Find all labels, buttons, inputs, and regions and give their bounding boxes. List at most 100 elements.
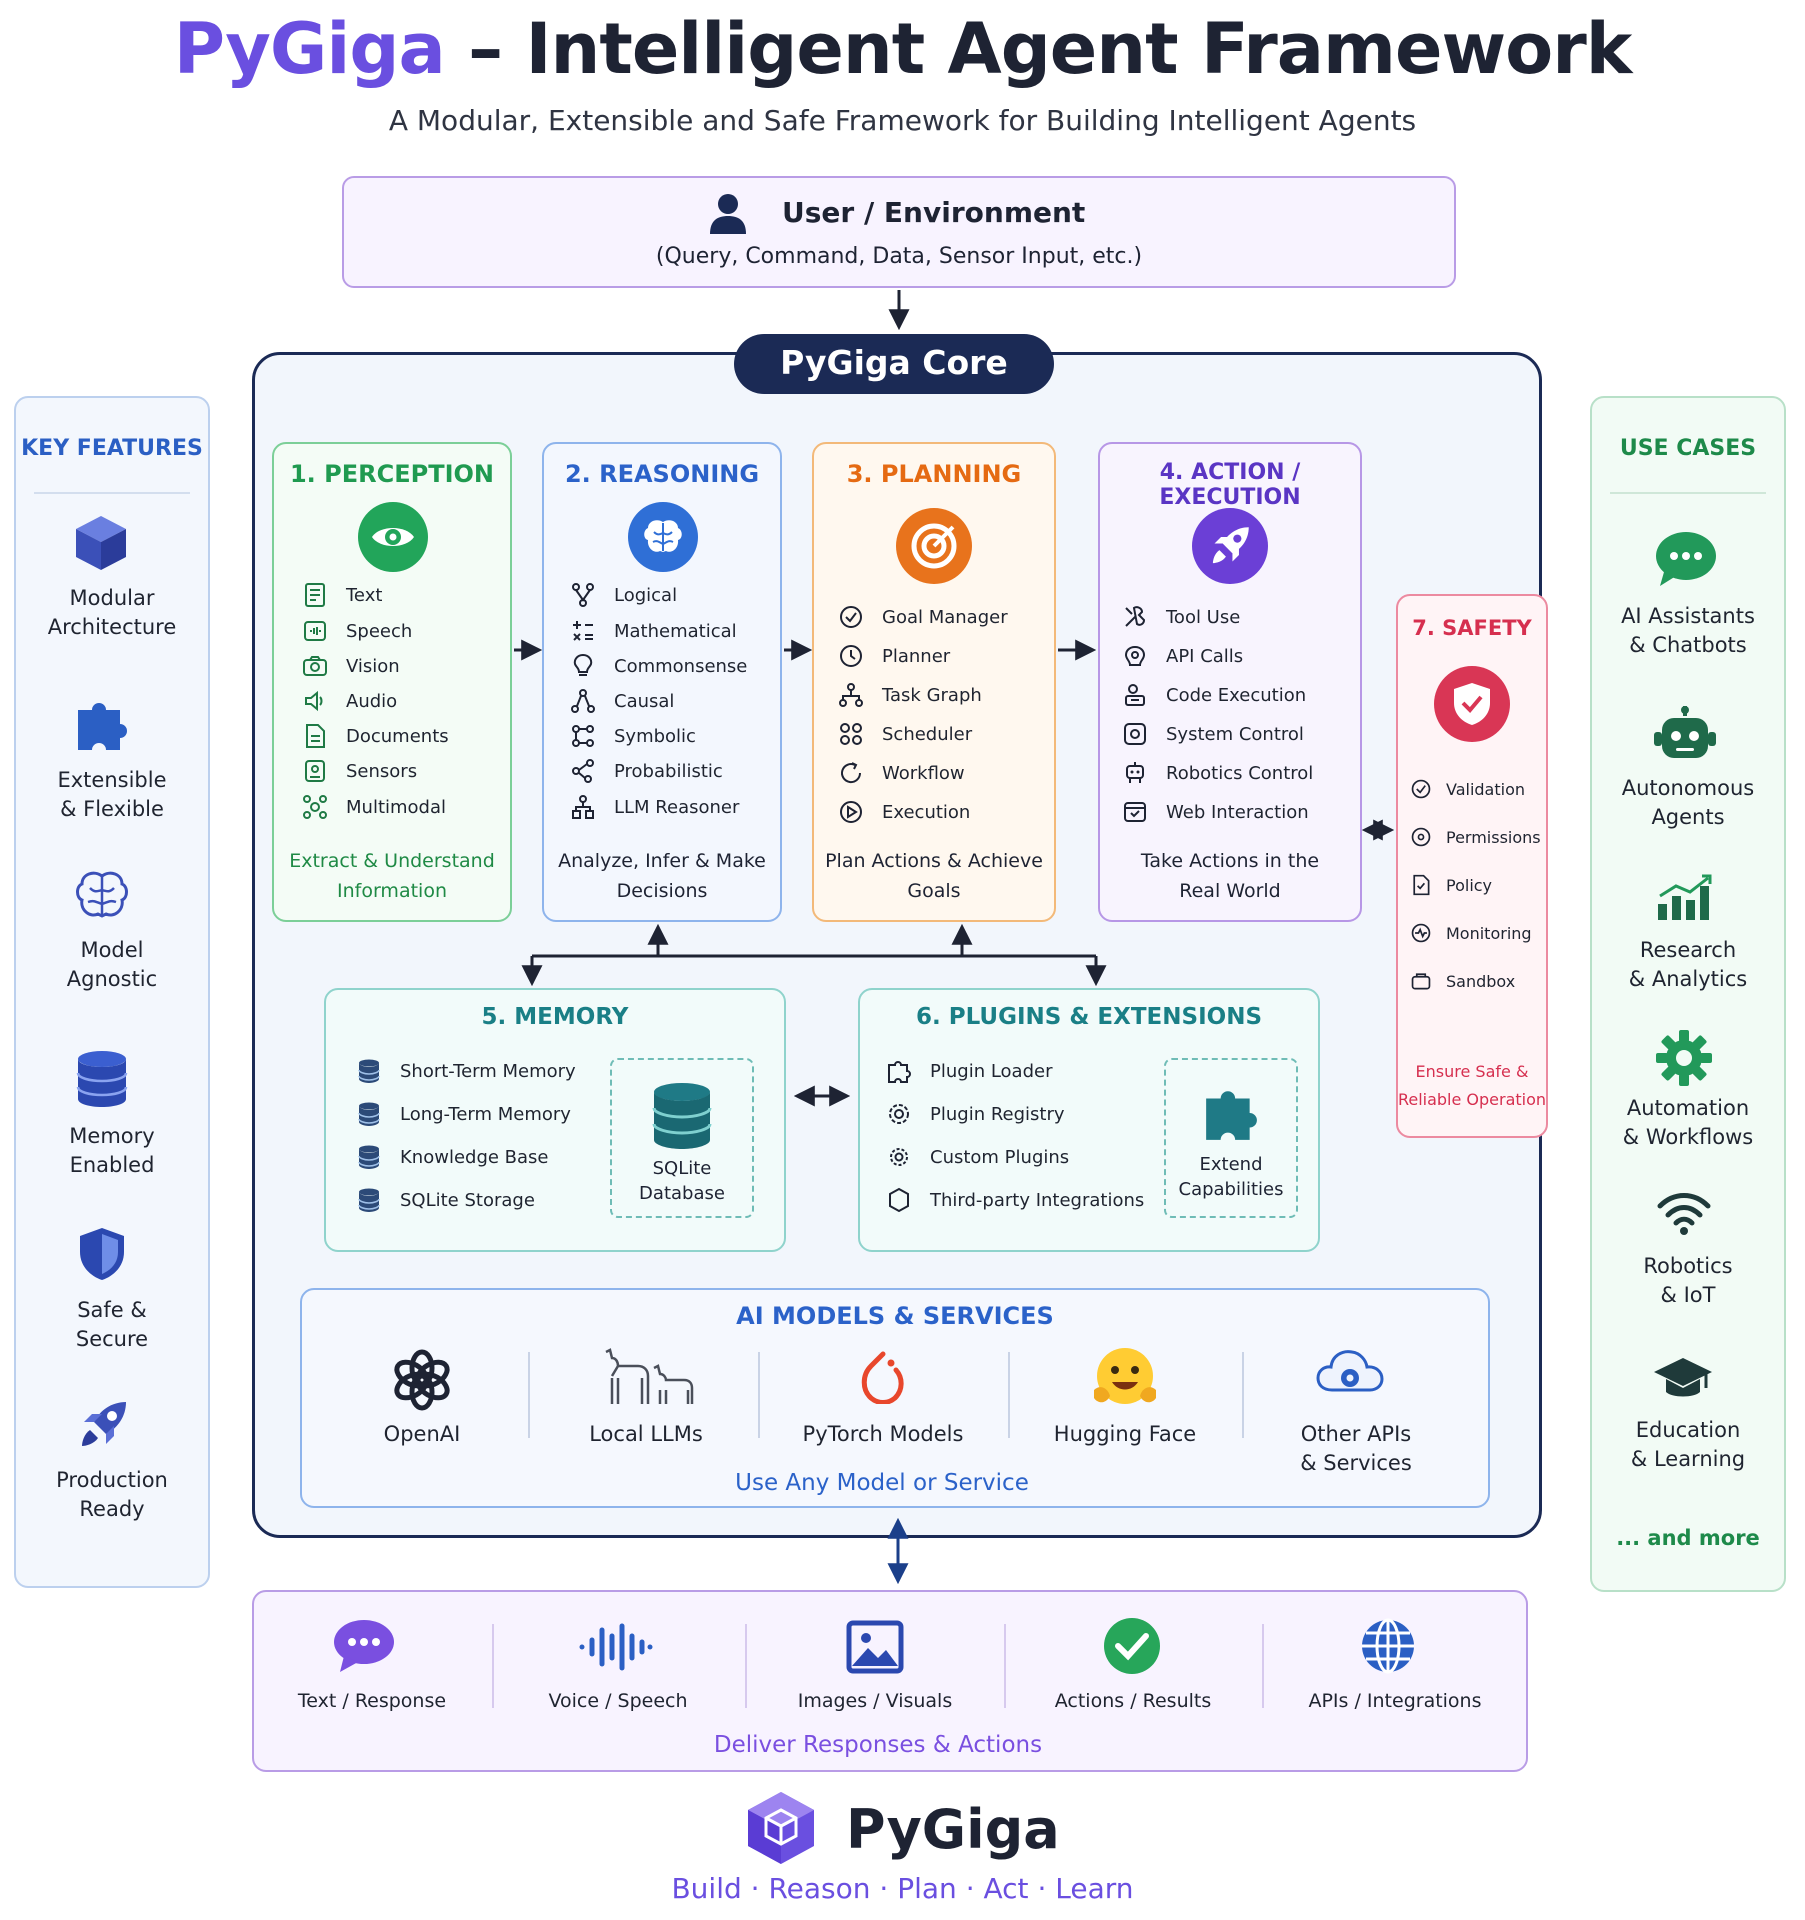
safety-caption: Ensure Safe &Reliable Operation: [1397, 1062, 1547, 1109]
perception-item: Text: [302, 582, 382, 608]
rocket-badge-icon: [1192, 508, 1268, 584]
llama-icon: [598, 1348, 694, 1406]
cube-icon: [74, 514, 128, 572]
lightbulb-icon: [573, 653, 593, 676]
action-item: Robotics Control: [1122, 760, 1313, 786]
stack-icon: [358, 1188, 380, 1212]
use-cases-title: USE CASES: [1619, 436, 1757, 461]
outputs-caption: Deliver Responses & Actions: [713, 1732, 1043, 1758]
plugins-title: 6. PLUGINS & EXTENSIONS: [915, 1004, 1263, 1030]
action-item: API Calls: [1122, 643, 1243, 669]
plugins-item: Plugin Loader: [886, 1058, 1052, 1084]
action-item: Code Execution: [1122, 682, 1306, 708]
output-actions: Actions / Results: [1054, 1690, 1212, 1712]
chart-icon: [1656, 874, 1714, 922]
sandbox-icon: [1411, 973, 1431, 990]
reasoning-item: Commonsense: [570, 653, 747, 679]
memory-item: Long-Term Memory: [356, 1101, 571, 1127]
stack-icon: [358, 1145, 380, 1169]
llm-icon: [572, 795, 594, 819]
hexagon-icon: [889, 1187, 909, 1213]
tagline-dot: ·: [870, 1872, 898, 1905]
perception-title: 1. PERCEPTION: [289, 460, 495, 488]
user-environment-title: User / Environment: [782, 196, 1086, 229]
cloud-gear-icon: [1314, 1344, 1386, 1400]
file-icon: [306, 724, 325, 748]
validation-icon: [1411, 779, 1431, 799]
models-caption: Use Any Model or Service: [735, 1470, 1029, 1496]
user-environment-box: [342, 176, 1456, 288]
perception-item: Documents: [302, 723, 449, 749]
feature-safe: Safe &Secure: [75, 1298, 149, 1351]
model-hugging-face: Hugging Face: [1053, 1422, 1197, 1446]
outputs-separator: [1262, 1624, 1264, 1708]
reasoning-title: 2. REASONING: [564, 460, 760, 488]
action-item: Web Interaction: [1122, 799, 1309, 825]
output-images: Images / Visuals: [797, 1690, 953, 1712]
model-other-apis: Other APIs& Services: [1300, 1422, 1412, 1475]
plugins-item: Plugin Registry: [886, 1101, 1065, 1127]
task-graph-icon: [839, 683, 863, 707]
planning-item: Planner: [838, 643, 950, 669]
reasoning-item: Probabilistic: [570, 758, 723, 784]
plugins-item: Custom Plugins: [886, 1144, 1069, 1170]
math-icon: [573, 621, 593, 641]
target-icon: [896, 508, 972, 584]
safety-title: 7. SAFETY: [1412, 616, 1532, 640]
openai-logo-icon: [390, 1348, 454, 1412]
document-icon: [305, 583, 325, 607]
robot-icon: [1654, 706, 1716, 764]
brain-icon: [74, 870, 130, 922]
safety-item: Sandbox: [1410, 970, 1515, 992]
stack-icon: [358, 1059, 380, 1083]
perception-item: Vision: [302, 653, 400, 679]
safety-item: Policy: [1410, 874, 1492, 896]
monitoring-icon: [1411, 923, 1431, 943]
planning-item: Task Graph: [838, 682, 982, 708]
key-features-title: KEY FEATURES: [21, 436, 203, 461]
tools-icon: [1125, 606, 1146, 627]
eye-icon: [358, 502, 428, 572]
graduation-cap-icon: [1652, 1356, 1714, 1402]
reasoning-item: LLM Reasoner: [570, 794, 739, 820]
web-icon: [1124, 802, 1146, 822]
model-pytorch: PyTorch Models: [802, 1422, 964, 1446]
globe-icon: [1358, 1616, 1418, 1676]
workflow-icon: [841, 762, 862, 784]
perception-item: Speech: [302, 618, 412, 644]
outputs-separator: [1004, 1624, 1006, 1708]
outputs-box: [252, 1590, 1528, 1772]
use-case-automation: Automation& Workflows: [1622, 1096, 1754, 1149]
pytorch-flame-icon: [858, 1350, 908, 1404]
tagline-dot: ·: [741, 1872, 769, 1905]
check-target-icon: [840, 606, 862, 628]
reasoning-item: Causal: [570, 688, 674, 714]
planning-title: 3. PLANNING: [846, 460, 1022, 488]
planning-item: Execution: [838, 799, 970, 825]
reasoning-item: Symbolic: [570, 723, 696, 749]
memory-item: SQLite Storage: [356, 1187, 535, 1213]
audio-icon: [305, 690, 323, 712]
footer-tagline: Build · Reason · Plan · Act · Learn: [671, 1872, 1134, 1905]
permissions-icon: [1411, 827, 1431, 847]
memory-title: 5. MEMORY: [481, 1004, 629, 1030]
core-title: PyGiga Core: [780, 343, 1008, 382]
sound-wave-icon: [578, 1622, 654, 1672]
speech-icon: [304, 621, 326, 641]
sqlite-database-box: [610, 1058, 754, 1218]
output-voice: Voice / Speech: [548, 1690, 688, 1712]
camera-icon: [303, 656, 327, 676]
symbolic-icon: [572, 725, 594, 747]
brain-badge-icon: [628, 502, 698, 572]
planner-icon: [840, 645, 862, 667]
code-icon: [1125, 684, 1145, 706]
image-icon: [846, 1620, 904, 1674]
planning-item: Scheduler: [838, 721, 972, 747]
use-case-robotics: Robotics& IoT: [1643, 1254, 1733, 1307]
user-environment-subtitle: (Query, Command, Data, Sensor Input, etc…: [655, 244, 1143, 269]
reasoning-item: Logical: [570, 582, 677, 608]
speech-bubble-icon: [332, 1618, 396, 1674]
